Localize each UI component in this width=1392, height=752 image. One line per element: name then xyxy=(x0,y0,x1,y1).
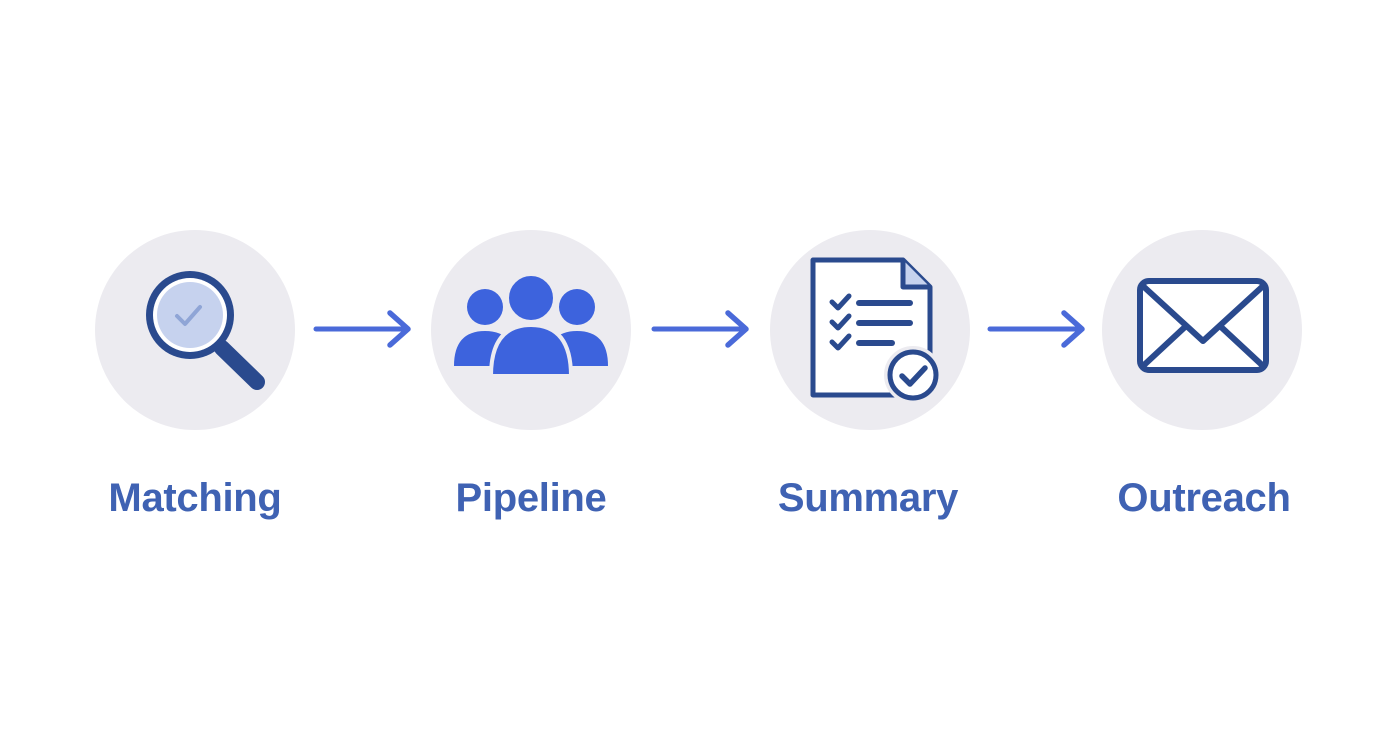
envelope-icon xyxy=(1137,278,1269,373)
magnifier-check-icon xyxy=(146,271,265,390)
flow-arrow-1 xyxy=(313,310,411,348)
step-matching-circle xyxy=(95,230,295,430)
checklist-document-icon xyxy=(810,257,942,404)
step-label-matching: Matching xyxy=(108,476,282,520)
step-summary-circle xyxy=(770,230,970,430)
people-group-icon xyxy=(454,272,608,378)
step-label-summary: Summary xyxy=(777,476,959,520)
flow-arrow-3 xyxy=(987,310,1085,348)
step-outreach-circle xyxy=(1102,230,1302,430)
step-label-pipeline: Pipeline xyxy=(455,476,607,520)
flow-arrow-2 xyxy=(651,310,749,348)
step-label-outreach: Outreach xyxy=(1117,476,1291,520)
step-pipeline-circle xyxy=(431,230,631,430)
